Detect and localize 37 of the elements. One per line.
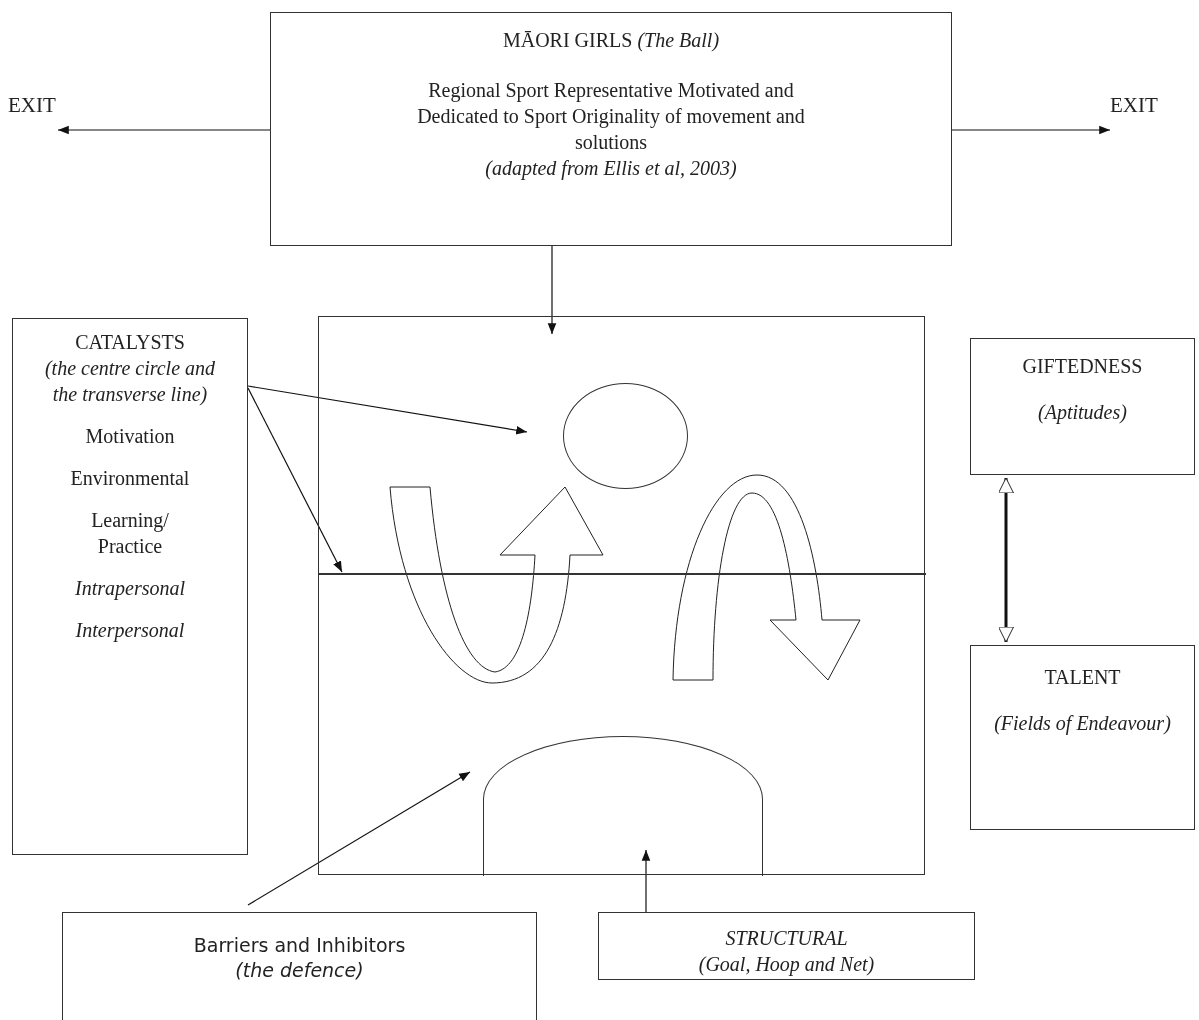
arrow xyxy=(951,125,1111,135)
description-text: Intrapersonal xyxy=(75,576,185,601)
description-text: Motivation xyxy=(85,424,175,449)
arrow xyxy=(247,771,471,906)
exit-label: EXIT xyxy=(8,92,88,122)
description-text: (Aptitudes) xyxy=(1038,400,1127,425)
heading-text: GIFTEDNESS xyxy=(1022,354,1143,379)
arrow xyxy=(57,125,271,135)
heading-text: TALENT xyxy=(1044,665,1121,690)
heading-text: Barriers and Inhibitors xyxy=(193,933,406,958)
arrow xyxy=(247,385,528,435)
description-text: (the centre circle and the transverse line) xyxy=(43,356,217,407)
heading-text: STRUCTURAL xyxy=(725,926,848,951)
transverse-line xyxy=(319,573,926,575)
description-text: (Goal, Hoop and Net) xyxy=(698,952,875,977)
description-text: (adapted from Ellis et al, 2003) xyxy=(485,156,737,181)
double-arrow xyxy=(998,477,1014,643)
heading-text: CATALYSTS xyxy=(75,330,185,355)
text-box xyxy=(270,12,952,246)
arrow xyxy=(247,387,343,573)
text-box xyxy=(598,912,975,980)
description-text: Learning/ Practice xyxy=(90,508,170,559)
goal-area xyxy=(483,736,763,876)
description-text: Environmental xyxy=(70,466,190,491)
text-box xyxy=(62,912,537,1020)
arrow xyxy=(641,849,651,913)
arrow xyxy=(547,245,557,335)
court-rectangle xyxy=(318,316,925,875)
description-text: (the defence) xyxy=(235,957,364,983)
description-text: Interpersonal xyxy=(75,618,185,643)
text-box xyxy=(970,645,1195,830)
text-box xyxy=(970,338,1195,475)
text-box xyxy=(12,318,248,855)
description-text: (Fields of Endeavour) xyxy=(994,711,1171,736)
exit-label: EXIT xyxy=(1110,92,1190,122)
description-text: Regional Sport Representative Motivated and Dedicated to Sport Originality of movement and solutions xyxy=(416,78,806,155)
heading-text: MĀORI GIRLS (The Ball) xyxy=(502,28,720,53)
